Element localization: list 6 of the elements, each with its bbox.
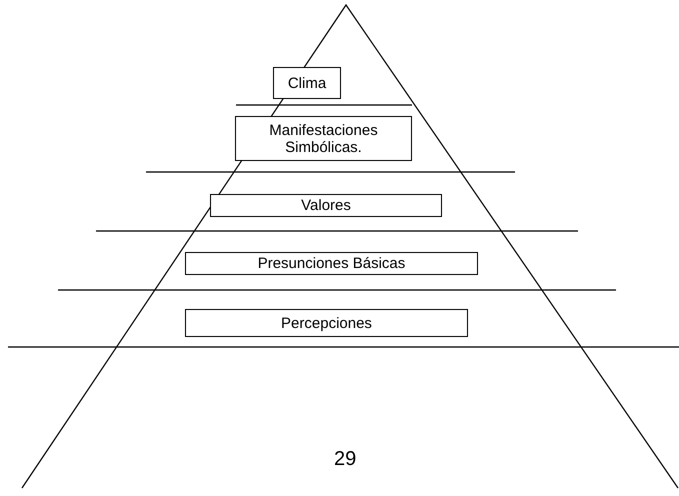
page-number: 29 (334, 448, 356, 471)
layer-label-box: Valores (210, 194, 442, 217)
layer-label-box: Presunciones Básicas (185, 252, 478, 275)
layer-label-box: Manifestaciones Simbólicas. (235, 116, 412, 161)
layer-label-box: Percepciones (185, 309, 468, 337)
layer-label-box: Clima (273, 67, 341, 99)
